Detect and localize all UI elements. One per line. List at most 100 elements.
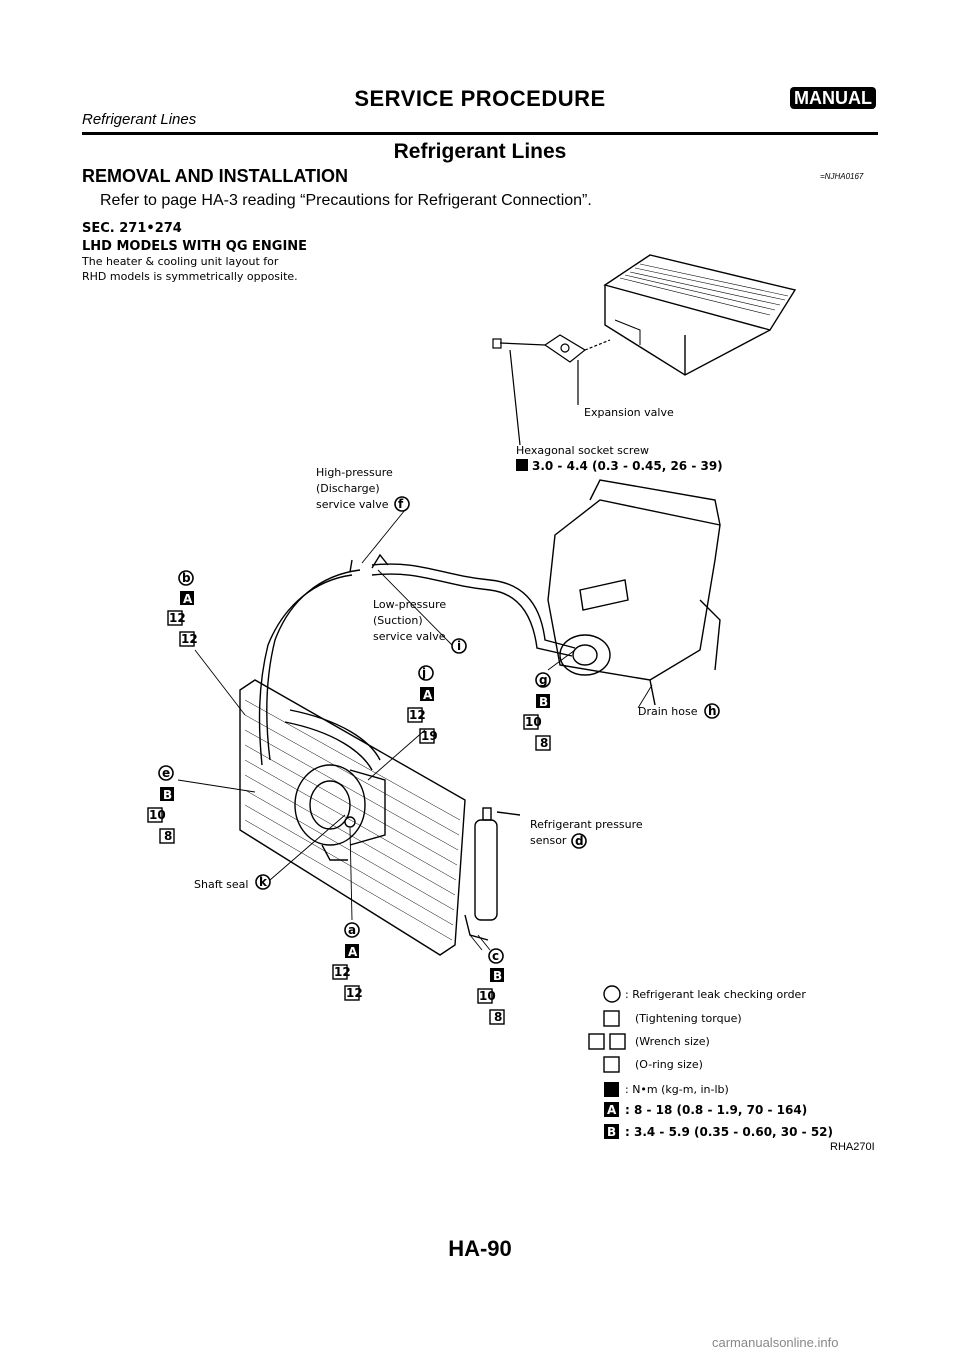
callout-d: d xyxy=(571,833,587,849)
badge-b-1: B xyxy=(536,694,550,709)
refrigerant-pipes xyxy=(258,553,576,771)
svg-text:8: 8 xyxy=(540,736,548,750)
label-hex-screw: Hexagonal socket screw xyxy=(516,444,649,457)
svg-text:i: i xyxy=(457,639,461,653)
legend-leak-order: : Refrigerant leak checking order xyxy=(625,988,806,1001)
svg-text:A: A xyxy=(607,1103,617,1117)
callout-a: a xyxy=(344,922,360,938)
legend-torque-a: : 8 - 18 (0.8 - 1.9, 70 - 164) xyxy=(625,1103,807,1117)
reference-code: =NJHA0167 xyxy=(820,172,864,181)
callout-i: i xyxy=(451,638,467,654)
legend: : Refrigerant leak checking order (Tight… xyxy=(588,985,833,1139)
svg-text:8: 8 xyxy=(494,1010,502,1024)
callout-c: c xyxy=(488,948,504,964)
label-hp-3: service valve xyxy=(316,498,389,511)
svg-text:b: b xyxy=(182,571,191,585)
svg-text:10: 10 xyxy=(479,989,496,1003)
legend-a-icon xyxy=(604,1102,619,1117)
badge-b-2: B xyxy=(160,787,174,802)
legend-tightening: (Tightening torque) xyxy=(635,1012,742,1025)
legend-square-icon xyxy=(603,1010,620,1027)
callout-e: e xyxy=(158,765,174,781)
svg-text:B: B xyxy=(607,1125,616,1139)
svg-text:c: c xyxy=(492,949,499,963)
legend-torque-b: : 3.4 - 5.9 (0.35 - 0.60, 30 - 52) xyxy=(625,1125,833,1139)
svg-text:A: A xyxy=(183,592,193,606)
svg-text:B: B xyxy=(493,969,502,983)
header-subtitle: Refrigerant Lines xyxy=(82,111,197,128)
section-subtitle: REMOVAL AND INSTALLATION xyxy=(82,166,348,186)
diagram-note-2: RHD models is symmetrically opposite. xyxy=(82,270,298,283)
svg-text:A: A xyxy=(423,688,433,702)
label-drain-hose: Drain hose xyxy=(638,705,698,718)
callout-f: f xyxy=(394,496,410,512)
callout-j: j xyxy=(418,665,434,681)
badge-a-3: A xyxy=(345,944,359,959)
badge-8-2: 8 xyxy=(159,828,175,844)
badge-10-3: 10 xyxy=(477,988,496,1004)
legend-torque-icon xyxy=(604,1082,619,1097)
label-rps-1: Refrigerant pressure xyxy=(530,818,643,831)
footer-watermark: carmanualsonline.info xyxy=(712,1335,839,1350)
svg-text:19: 19 xyxy=(421,729,438,743)
label-shaft-seal: Shaft seal xyxy=(194,878,248,891)
callout-g: g xyxy=(535,672,551,688)
label-rps-2: sensor xyxy=(530,834,567,847)
svg-text:k: k xyxy=(259,875,268,889)
expansion-valve-part xyxy=(492,334,611,446)
svg-text:12: 12 xyxy=(346,986,363,1000)
svg-text:8: 8 xyxy=(164,829,172,843)
label-expansion-valve: Expansion valve xyxy=(584,406,674,419)
badge-12-4: 12 xyxy=(332,964,351,980)
badge-8-1: 8 xyxy=(535,735,551,751)
diagram-model: LHD MODELS WITH QG ENGINE xyxy=(82,239,307,254)
callout-k: k xyxy=(255,874,271,890)
callout-h: h xyxy=(704,703,720,719)
callout-b: b xyxy=(178,570,194,586)
compressor xyxy=(294,764,386,861)
figure-id: RHA270I xyxy=(830,1141,875,1153)
svg-text:12: 12 xyxy=(334,965,351,979)
badge-10-1: 10 xyxy=(523,714,542,730)
svg-text:e: e xyxy=(162,766,170,780)
legend-oring: (O-ring size) xyxy=(635,1058,703,1071)
svg-text:10: 10 xyxy=(525,715,542,729)
legend-circle-icon xyxy=(603,985,621,1003)
badge-10-2: 10 xyxy=(147,807,166,823)
svg-text:10: 10 xyxy=(149,808,166,822)
badge-12-5: 12 xyxy=(344,985,363,1001)
label-lp-1: Low-pressure xyxy=(373,598,446,611)
badge-8-3: 8 xyxy=(489,1009,505,1025)
legend-b-icon xyxy=(604,1124,619,1139)
svg-text:g: g xyxy=(539,673,548,687)
diagram-note-1: The heater & cooling unit layout for xyxy=(81,255,279,268)
header-title: SERVICE PROCEDURE xyxy=(354,86,606,111)
heater-cooling-unit xyxy=(547,479,721,706)
svg-text:f: f xyxy=(398,497,404,511)
receiver-dryer xyxy=(464,807,521,941)
svg-text:12: 12 xyxy=(169,611,186,625)
svg-text:12: 12 xyxy=(181,632,198,646)
label-hp-1: High-pressure xyxy=(316,466,393,479)
badge-b-3: B xyxy=(490,968,504,983)
svg-text:h: h xyxy=(708,704,717,718)
label-lp-2: (Suction) xyxy=(373,614,423,627)
svg-text:A: A xyxy=(348,945,358,959)
svg-text:B: B xyxy=(163,788,172,802)
leader-lines xyxy=(177,509,653,951)
badge-12-2: 12 xyxy=(179,631,198,647)
header-rule xyxy=(82,132,878,135)
badge-19: 19 xyxy=(419,728,438,744)
badge-a-1: A xyxy=(180,591,194,606)
manual-badge: MANUAL xyxy=(790,87,876,109)
legend-square-icon xyxy=(603,1056,620,1073)
badge-a-2: A xyxy=(420,687,434,702)
page-number: HA-90 xyxy=(448,1236,512,1261)
legend-square-icon xyxy=(588,1033,605,1050)
section-title: Refrigerant Lines xyxy=(393,140,567,163)
label-hex-torque: 3.0 - 4.4 (0.3 - 0.45, 26 - 39) xyxy=(532,459,723,473)
legend-wrench: (Wrench size) xyxy=(635,1035,710,1048)
svg-text:d: d xyxy=(575,834,584,848)
svg-text:12: 12 xyxy=(409,708,426,722)
